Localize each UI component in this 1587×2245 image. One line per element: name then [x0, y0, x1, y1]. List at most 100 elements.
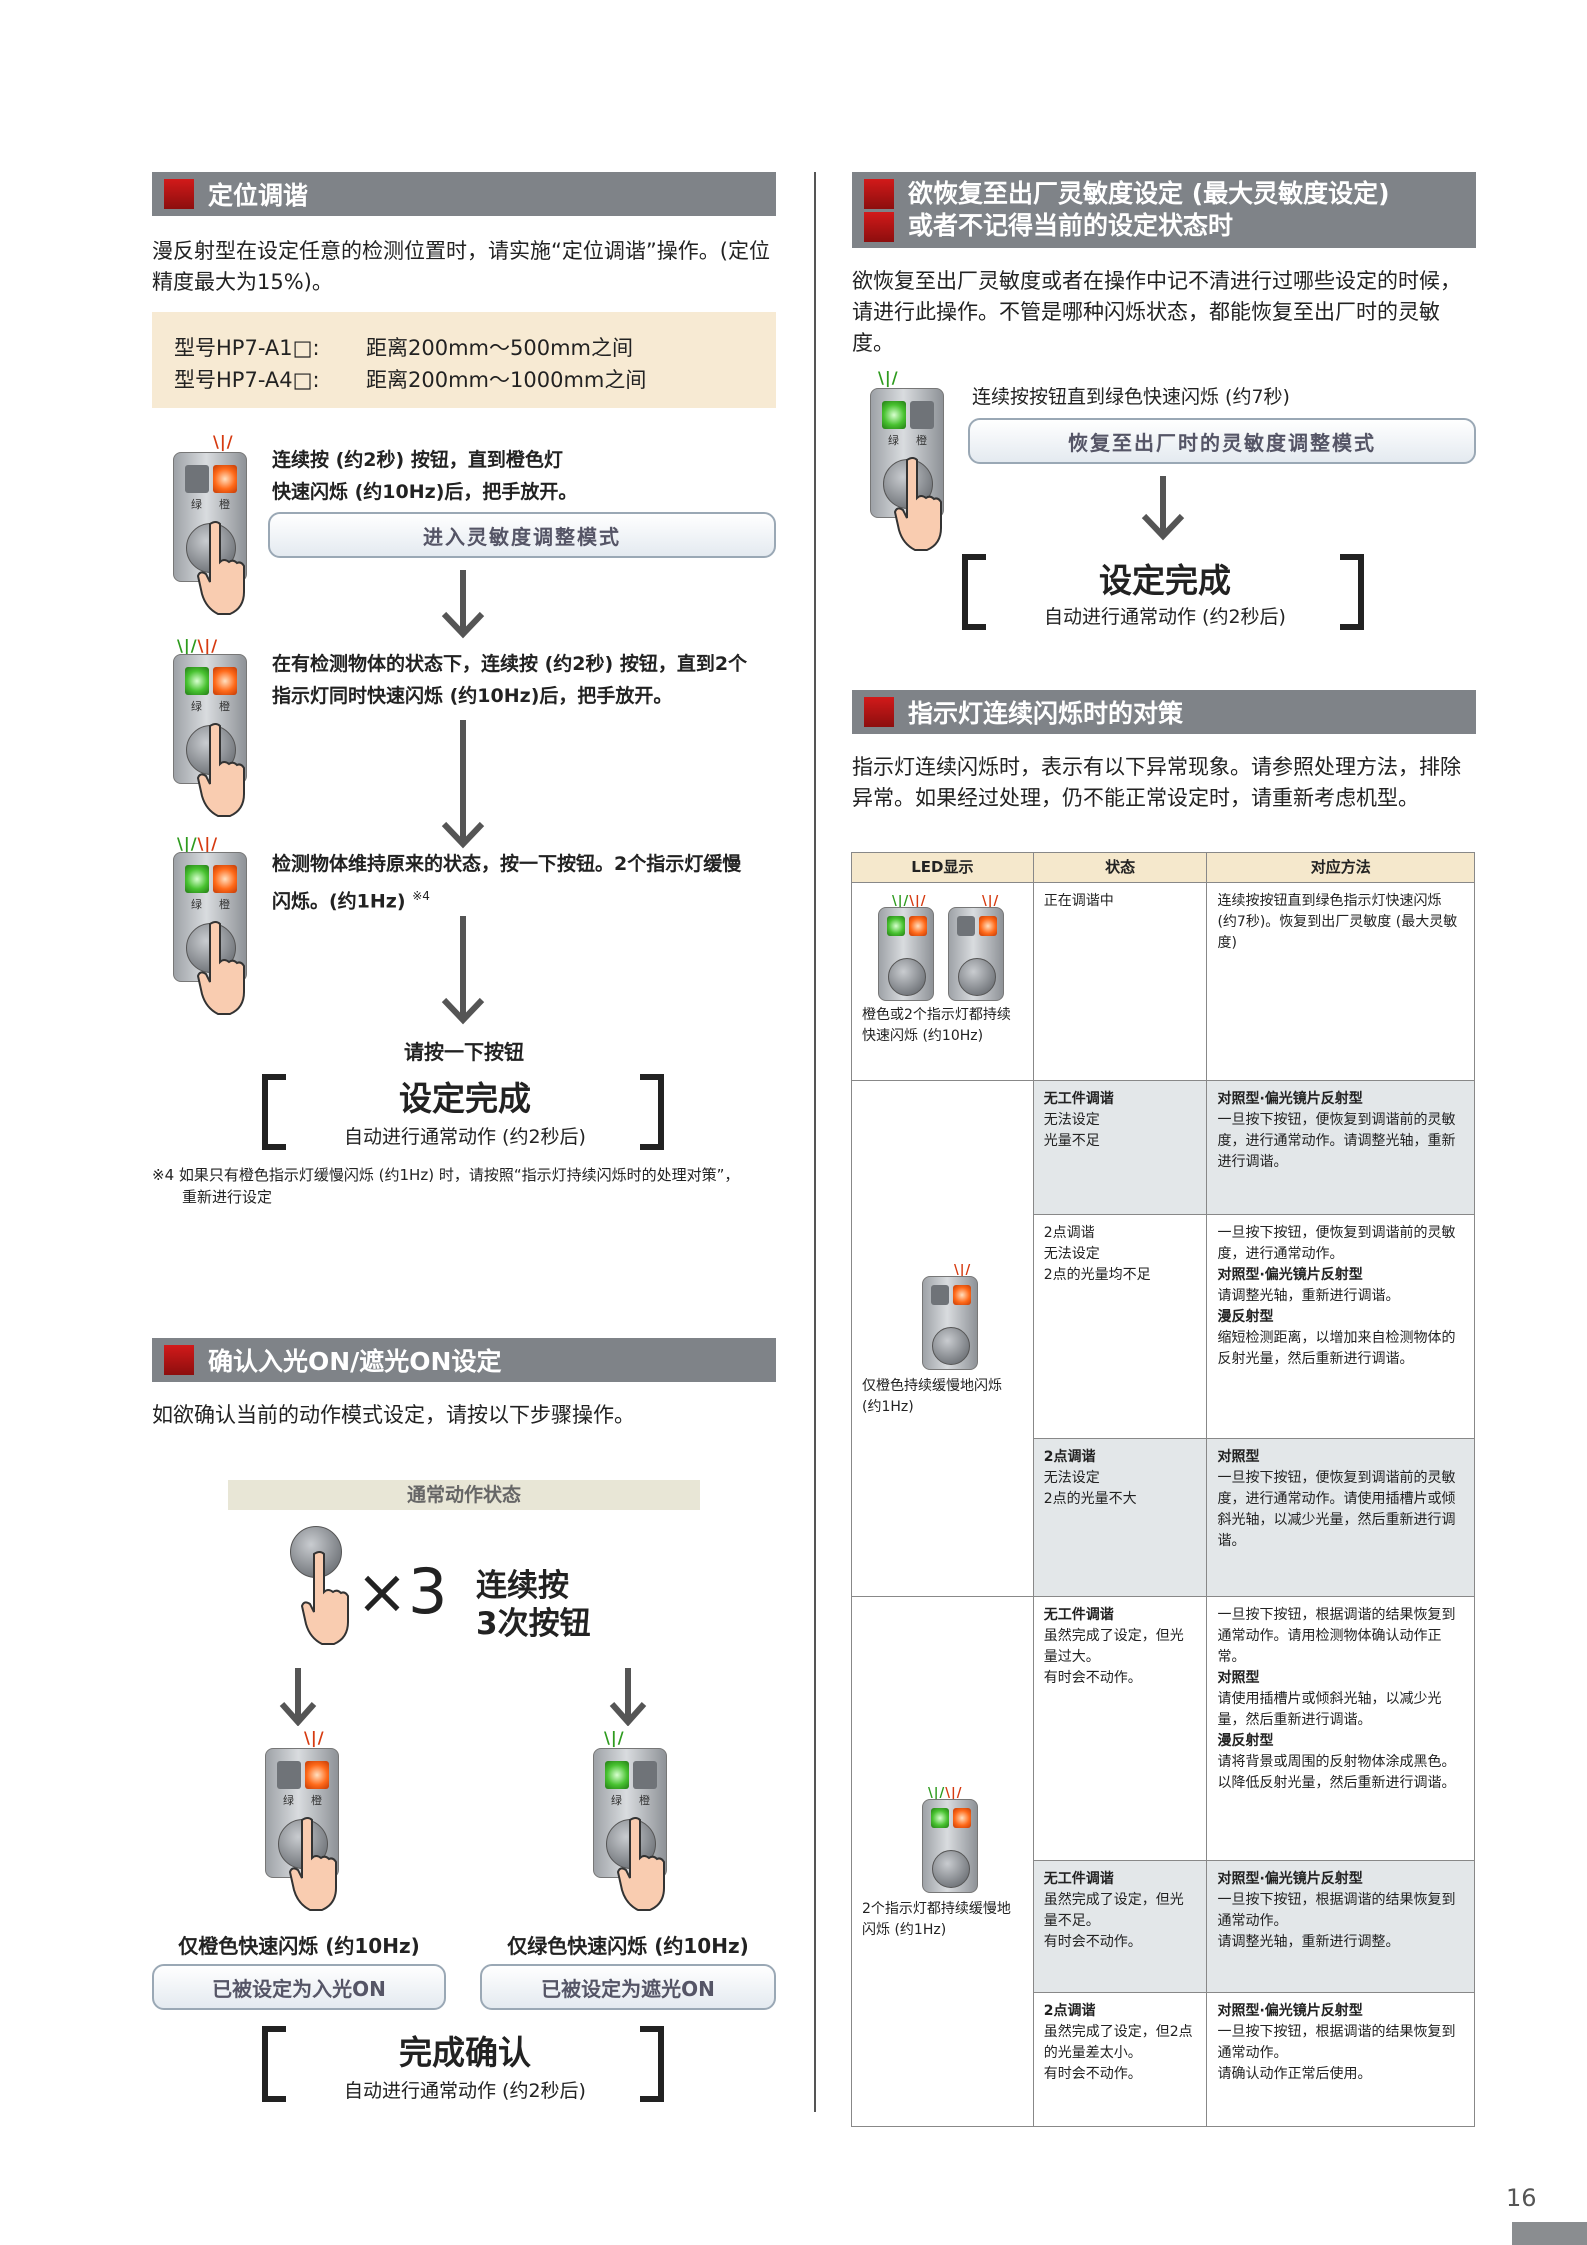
hand-pointer-icon: [196, 521, 245, 615]
green-led-on: [185, 667, 209, 695]
table-header: 对应方法: [1206, 852, 1475, 883]
section-title: 或者不记得当前的设定状态时: [908, 211, 1234, 240]
down-arrow-icon: [609, 1668, 647, 1726]
done-subtitle: 自动进行通常动作 (约2秒后): [344, 1126, 586, 1148]
state-cell: 2点调谐无法设定 2点的光量不大: [1032, 1438, 1208, 1597]
blink-rays-icon: \|/: [878, 368, 899, 387]
page-corner-bar: [1512, 2222, 1587, 2245]
table-header: LED显示: [851, 852, 1034, 883]
table-row: \|/\|/ \|/ 橙色或2个指示灯都持续快速闪烁 (约10Hz) 正在调谐中…: [851, 882, 1475, 1081]
method-cell: 连续按按钮直到绿色指示灯快速闪烁 (约7秒)。恢复到出厂灵敏度 (最大灵敏度): [1206, 882, 1475, 1081]
sensor-device: [948, 907, 1004, 1001]
state-cell: 2点调谐虽然完成了设定，但2点的光量差太小。 有时会不动作。: [1032, 1992, 1208, 2127]
column-divider: [814, 172, 816, 2112]
method-cell: 一旦按下按钮，便恢复到调谐前的灵敏度，进行通常动作。 对照型·偏光镜片反射型 请…: [1206, 1214, 1475, 1439]
led-caption: 橙色或2个指示灯都持续快速闪烁 (约10Hz): [862, 1007, 1011, 1044]
table-header-row: LED显示 状态 对应方法: [851, 852, 1475, 883]
bracket-left: [262, 2026, 286, 2102]
hand-pointer-icon: [616, 1817, 665, 1911]
blink-rays-icon: \|/: [604, 1728, 625, 1747]
method-cell: 一旦按下按钮，根据调谐的结果恢复到通常动作。请用检测物体确认动作正常。 对照型 …: [1206, 1596, 1475, 1861]
bracket-right: [1340, 554, 1364, 630]
blink-rays-icon: \|/\|/: [177, 834, 219, 853]
blink-rays-icon: \|/: [304, 1728, 325, 1747]
led-caption: 仅橙色持续缓慢地闪烁 (约1Hz): [862, 1377, 1002, 1415]
sensor-button: [932, 1849, 970, 1888]
blink-rays-icon: \|/: [982, 894, 1000, 909]
red-square-icon: [864, 178, 894, 242]
led-cell: \|/\|/ 2个指示灯都持续缓慢地闪烁 (约1Hz): [851, 1596, 1034, 2127]
sensor-device: [878, 907, 934, 1001]
orange-led-off: [633, 1761, 657, 1789]
down-arrow-icon: [279, 1668, 317, 1726]
restore-done-title: 设定完成: [1099, 561, 1231, 600]
section-title: 欲恢复至出厂灵敏度设定 (最大灵敏度设定): [908, 179, 1390, 208]
hand-pointer-icon: [196, 723, 245, 817]
step2-text-a: 在有检测物体的状态下，连续按 (约2秒) 按钮，直到2个: [272, 653, 748, 675]
state-cell: 无工件调谐虽然完成了设定，但光量过大。 有时会不动作。: [1032, 1596, 1208, 1861]
section-header-blink: 指示灯连续闪烁时的对策: [852, 690, 1476, 734]
light-on-pill: 已被设定为入光ON: [152, 1964, 446, 2010]
normal-state-bar: 通常动作状态: [228, 1480, 700, 1510]
blink-table: LED显示 状态 对应方法 \|/\|/ \|/ 橙色或2个指示灯都持续快速闪烁…: [851, 852, 1475, 2127]
times-three: ×3: [356, 1555, 448, 1628]
down-arrow-icon: [441, 916, 485, 1025]
bracket-left: [962, 554, 986, 630]
restore-step-text: 连续按按钮直到绿色快速闪烁 (约7秒): [972, 386, 1290, 408]
section-header-restore: 欲恢复至出厂灵敏度设定 (最大灵敏度设定) 或者不记得当前的设定状态时: [852, 172, 1476, 248]
red-square-icon: [164, 1345, 194, 1375]
table-row: 2点调谐无法设定 2点的光量不大 对照型一旦按下按钮，便恢复到调谐前的灵敏度，进…: [852, 1438, 1475, 1597]
section-header-positioning: 定位调谐: [152, 172, 776, 216]
section-header-confirm: 确认入光ON/遮光ON设定: [152, 1338, 776, 1382]
green-led-off: [277, 1761, 301, 1789]
orange-flash-label: 仅橙色快速闪烁 (约10Hz): [178, 1934, 420, 1958]
restore-done-subtitle: 自动进行通常动作 (约2秒后): [1044, 606, 1286, 628]
dark-on-pill: 已被设定为遮光ON: [480, 1964, 776, 2010]
table-row: 2点调谐虽然完成了设定，但2点的光量差太小。 有时会不动作。 对照型·偏光镜片反…: [852, 1992, 1475, 2127]
restore-intro: 欲恢复至出厂灵敏度或者在操作中记不清进行过哪些设定的时候，请进行此操作。不管是哪…: [852, 269, 1461, 355]
step3-text-a: 检测物体维持原来的状态，按一下按钮。2个指示灯缓慢: [272, 853, 742, 875]
sensor-button: [958, 958, 996, 996]
method-cell: 对照型·偏光镜片反射型一旦按下按钮，根据调谐的结果恢复到通常动作。 请调整光轴，…: [1206, 1860, 1475, 1993]
method-cell: 对照型·偏光镜片反射型一旦按下按钮，根据调谐的结果恢复到通常动作。 请确认动作正…: [1206, 1992, 1475, 2127]
section-title: 定位调谐: [208, 181, 309, 210]
table-header: 状态: [1032, 852, 1208, 883]
orange-led-on: [213, 865, 237, 893]
hand-pointer-icon: [196, 921, 245, 1015]
orange-led-on: [305, 1761, 329, 1789]
page-number: 16: [1506, 2184, 1537, 2212]
step1-text-a: 连续按 (约2秒) 按钮，直到橙色灯: [272, 449, 563, 471]
blink-intro: 指示灯连续闪烁时，表示有以下异常现象。请参照处理方法，排除异常。如果经过处理，仍…: [852, 755, 1461, 810]
footnote: ※4 如果只有橙色指示灯缓慢闪烁 (约1Hz) 时，请按照“指示灯持续闪烁时的处…: [152, 1166, 740, 1184]
press-once-label: 请按一下按钮: [404, 1040, 524, 1064]
blink-rays-icon: \|/\|/: [892, 894, 927, 909]
hand-pointer-icon: [300, 1551, 349, 1645]
down-arrow-icon: [1141, 476, 1185, 541]
table-row: \|/\|/ 2个指示灯都持续缓慢地闪烁 (约1Hz) 无工件调谐虽然完成了设定…: [851, 1596, 1475, 2127]
confirm-intro: 如欲确认当前的动作模式设定，请按以下步骤操作。: [152, 1403, 635, 1427]
blink-rays-icon: \|/\|/: [177, 636, 219, 655]
state-cell: 正在调谐中: [1032, 882, 1208, 1081]
green-led-off: [185, 465, 209, 493]
note-mark: ※4: [412, 889, 430, 903]
method-cell: 对照型·偏光镜片反射型一旦按下按钮，便恢复到调谐前的灵敏度，进行通常动作。请调整…: [1206, 1080, 1475, 1215]
green-led-on: [605, 1761, 629, 1789]
bracket-left: [262, 1074, 286, 1150]
orange-led-off: [910, 401, 934, 429]
green-led-on: [882, 401, 906, 429]
hand-pointer-icon: [288, 1817, 337, 1911]
state-cell: 2点调谐 无法设定 2点的光量均不足: [1032, 1214, 1208, 1439]
done-title: 设定完成: [399, 1079, 531, 1118]
green-led-on: [185, 865, 209, 893]
sensitivity-mode-pill: 进入灵敏度调整模式: [268, 512, 776, 558]
hand-pointer-icon: [893, 457, 942, 551]
led-cell: \|/ 仅橙色持续缓慢地闪烁 (约1Hz): [851, 1080, 1034, 1597]
bracket-right: [640, 2026, 664, 2102]
confirm-done-title: 完成确认: [399, 2033, 531, 2072]
step1-text-b: 快速闪烁 (约10Hz)后，把手放开。: [272, 481, 578, 503]
table-row: 无工件调谐虽然完成了设定，但光量不足。 有时会不动作。 对照型·偏光镜片反射型一…: [852, 1860, 1475, 1993]
positioning-intro: 漫反射型在设定任意的检测位置时，请实施“定位调谐”操作。(定位精度最大为15%)…: [152, 239, 770, 294]
table-row: \|/ 仅橙色持续缓慢地闪烁 (约1Hz) 无工件调谐无法设定 光量不足 对照型…: [851, 1080, 1475, 1597]
bracket-right: [640, 1074, 664, 1150]
press-three-b: 3次按钮: [476, 1606, 591, 1642]
